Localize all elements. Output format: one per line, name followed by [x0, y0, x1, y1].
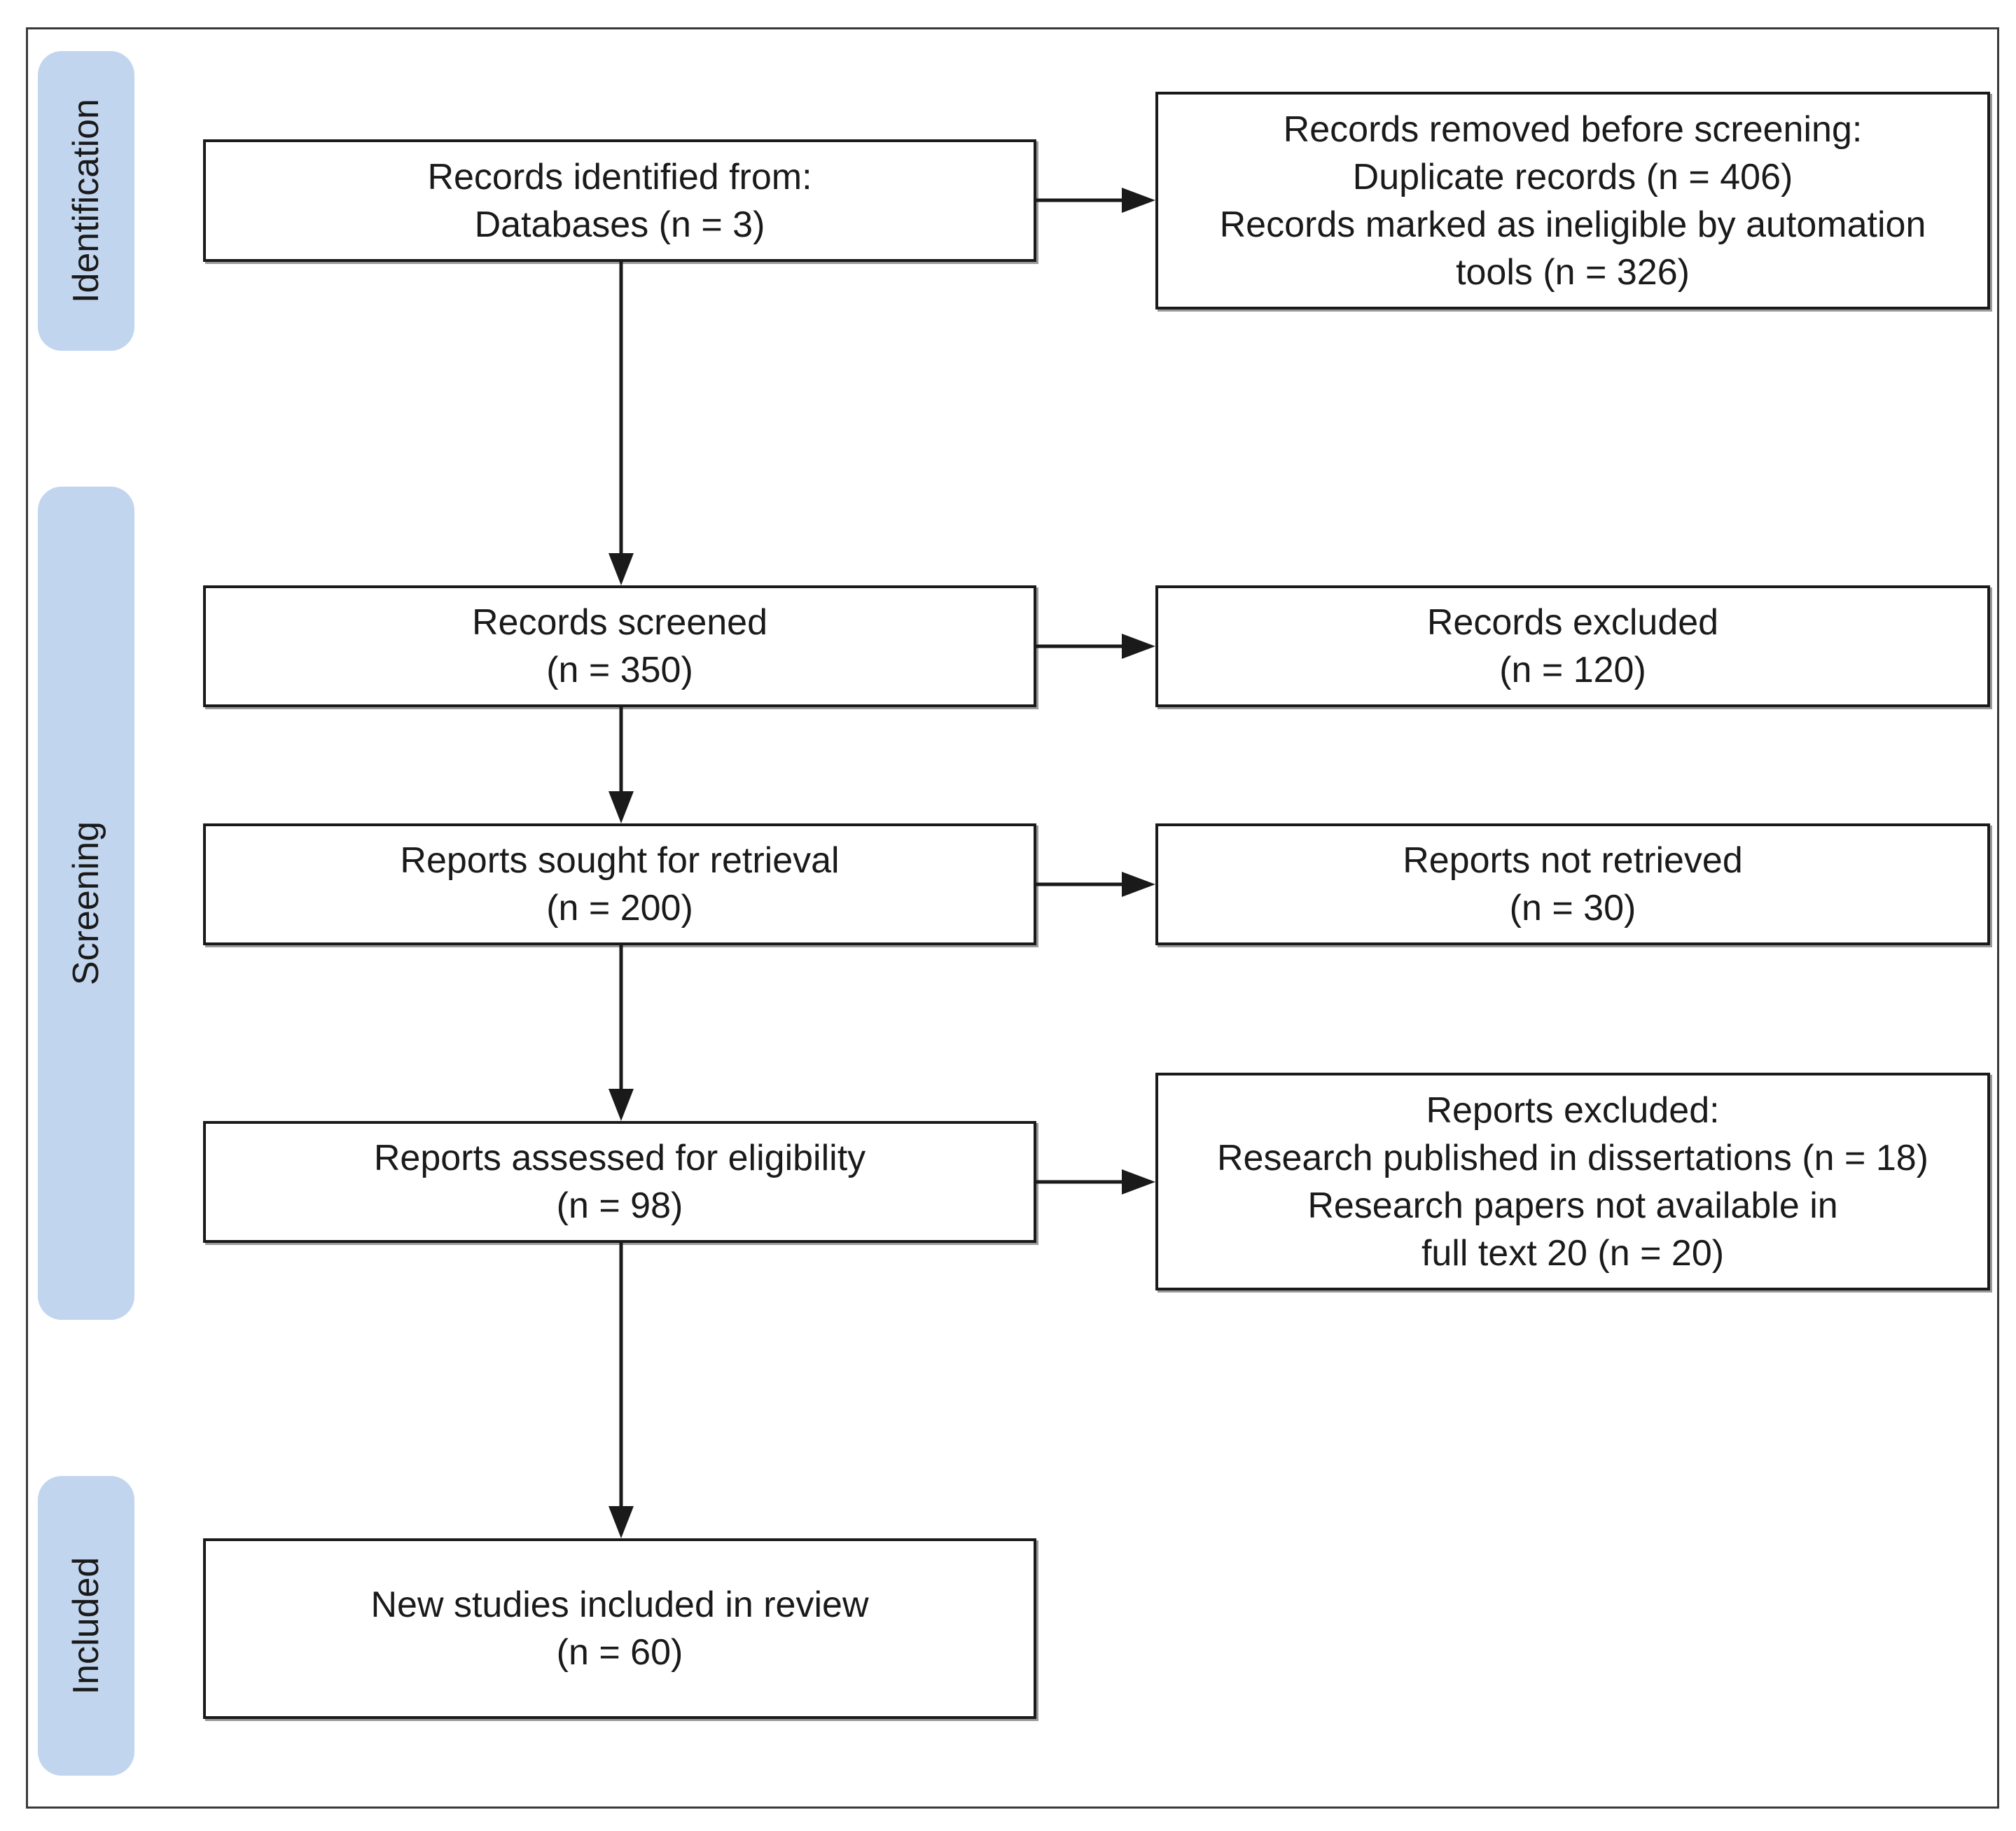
box-line: Records excluded [1426, 602, 1719, 643]
diagram-frame [26, 27, 1999, 1809]
box-line: Reports not retrieved [1403, 840, 1743, 881]
box-line: Research papers not available in [1307, 1185, 1838, 1226]
box-reports-not-retrieved: Reports not retrieved (n = 30) [1155, 823, 1990, 945]
box-line: New studies included in review [370, 1585, 869, 1625]
box-records-identified: Records identified from: Databases (n = … [203, 139, 1036, 262]
phase-included: Included [38, 1476, 134, 1776]
phase-identification: Identification [38, 51, 134, 351]
box-line: Research published in dissertations (n =… [1216, 1137, 1928, 1178]
box-line: Records identified from: [427, 156, 812, 197]
box-line: (n = 350) [546, 650, 693, 690]
box-line: (n = 98) [556, 1185, 683, 1226]
box-reports-assessed: Reports assessed for eligibility (n = 98… [203, 1121, 1036, 1243]
box-studies-included: New studies included in review (n = 60) [203, 1538, 1036, 1719]
box-line: Duplicate records (n = 406) [1352, 156, 1793, 197]
box-line: full text 20 (n = 20) [1421, 1232, 1725, 1274]
box-line: Records marked as ineligible by automati… [1219, 204, 1926, 245]
box-line: (n = 120) [1499, 650, 1646, 690]
phase-screening: Screening [38, 487, 134, 1320]
box-line: Records screened [472, 602, 767, 643]
box-line: (n = 30) [1509, 888, 1636, 928]
phase-screening-label: Screening [66, 821, 106, 986]
box-reports-excluded: Reports excluded: Research published in … [1155, 1073, 1990, 1290]
box-records-screened: Records screened (n = 350) [203, 585, 1036, 707]
phase-identification-label: Identification [66, 99, 106, 303]
box-line: Reports assessed for eligibility [373, 1138, 866, 1178]
box-line: (n = 60) [556, 1632, 683, 1673]
phase-included-label: Included [66, 1557, 106, 1695]
box-line: tools (n = 326) [1456, 251, 1690, 293]
box-line: Reports sought for retrieval [400, 840, 840, 881]
box-reports-sought: Reports sought for retrieval (n = 200) [203, 823, 1036, 945]
box-line: Reports excluded: [1426, 1089, 1720, 1131]
box-line: (n = 200) [546, 888, 693, 928]
box-line: Records removed before screening: [1283, 109, 1863, 150]
box-records-excluded: Records excluded (n = 120) [1155, 585, 1990, 707]
box-records-removed: Records removed before screening: Duplic… [1155, 92, 1990, 309]
box-line: Databases (n = 3) [474, 204, 765, 245]
